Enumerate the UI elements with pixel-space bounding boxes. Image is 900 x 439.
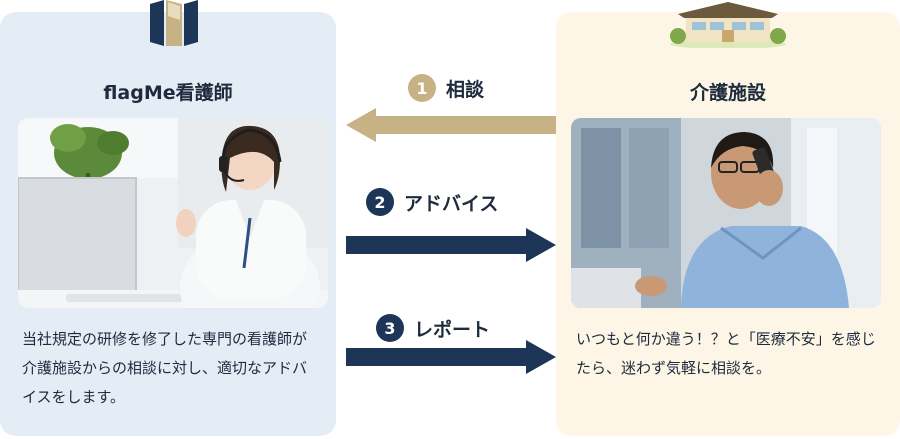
advice-arrow-right-icon [346, 228, 556, 262]
caregiver-on-phone-photo [571, 118, 881, 308]
nurse-photo [18, 118, 328, 308]
report-arrow-right-icon [346, 340, 556, 374]
nurse-with-headset-photo [18, 118, 328, 308]
care-facility-building-icon [670, 2, 786, 48]
care-facility-panel: 介護施設 いつもと何か違う！？と「医療不安」を感じたら、迷わず気軽に相 [556, 12, 900, 436]
consult-arrow-left-icon [346, 108, 556, 142]
step-label-report: レポート [414, 318, 491, 341]
step-label-advice: アドバイス [404, 192, 499, 215]
step-advice: 2 アドバイス [366, 188, 498, 216]
step-number-1: 1 [408, 74, 436, 102]
flagme-nurse-description: 当社規定の研修を修了した専門の看護師が介護施設からの相談に対し、適切なアドバイス… [22, 330, 308, 406]
step-consult: 1 相談 [408, 74, 484, 102]
step-number-2: 2 [366, 188, 394, 216]
care-facility-description: いつもと何か違う！？と「医療不安」を感じたら、迷わず気軽に相談を。 [576, 330, 876, 377]
step-report: 3 レポート [376, 314, 490, 342]
flagme-nurse-panel: flagMe看護師 [0, 12, 336, 436]
care-facility-title: 介護施設 [689, 82, 766, 104]
flagme-nurse-title: flagMe看護師 [103, 82, 233, 104]
flag-logo-icon [150, 0, 198, 46]
step-label-consult: 相談 [446, 78, 485, 101]
step-number-3: 3 [376, 314, 404, 342]
caregiver-photo [571, 118, 881, 308]
